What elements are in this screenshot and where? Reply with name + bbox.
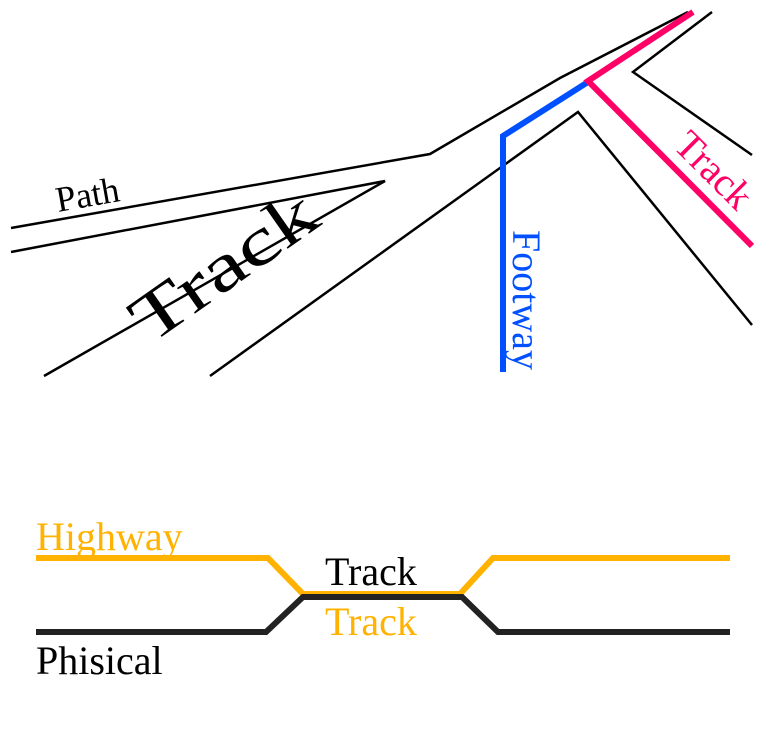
highway-label: Highway: [36, 514, 183, 559]
footway-line: [500, 79, 590, 372]
track-main-label: Track: [116, 175, 332, 358]
path-label: Path: [52, 169, 122, 220]
path-upper-edge: [10, 10, 689, 230]
branch-upper-edge: [630, 11, 753, 157]
physical-label: Phisical: [36, 638, 163, 683]
track-bottom-label: Track: [325, 599, 417, 644]
top-diagram: Path Track Footway Track: [10, 9, 762, 378]
footway-label: Footway: [504, 230, 549, 370]
track-right-edge: [209, 110, 753, 378]
track-top-label: Track: [325, 549, 417, 594]
track-branch-line: [583, 9, 755, 249]
path-lower-edge: [10, 179, 386, 378]
physical-line: [36, 594, 730, 635]
bottom-diagram: Highway Track Track Phisical: [36, 514, 730, 683]
